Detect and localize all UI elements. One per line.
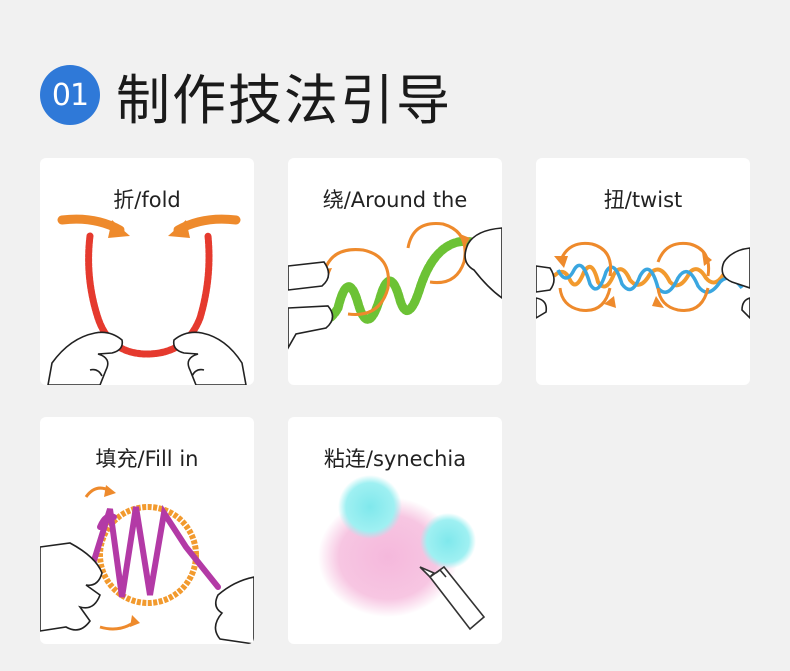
- card-fill-in: 填充/Fill in: [40, 417, 254, 644]
- right-hand-icon: [215, 577, 254, 644]
- right-hand-icon: [174, 332, 246, 385]
- section-header: 01 制作技法引导: [40, 55, 452, 135]
- twist-illustration: [536, 158, 750, 385]
- card-around: 绕/Around the: [288, 158, 502, 385]
- card-synechia: 粘连/synechia: [288, 417, 502, 644]
- curved-arrow-left-icon: [62, 219, 130, 238]
- curved-arrow-right-icon: [168, 219, 236, 238]
- left-hand-icon: [288, 262, 333, 348]
- right-hand-icon: [722, 248, 750, 318]
- section-title: 制作技法引导: [116, 56, 452, 135]
- synechia-illustration: [288, 417, 502, 644]
- fill-in-illustration: [40, 417, 254, 644]
- section-number-badge: 01: [40, 65, 100, 125]
- cyan-pompom-right: [420, 513, 476, 569]
- fold-illustration: [40, 158, 254, 385]
- left-hand-icon: [48, 332, 122, 385]
- left-hand-icon: [536, 266, 554, 318]
- cyan-pompom-top: [338, 475, 402, 539]
- blue-yarn: [558, 265, 742, 292]
- around-illustration: [288, 158, 502, 385]
- card-twist: 扭/twist: [536, 158, 750, 385]
- card-fold: 折/fold: [40, 158, 254, 385]
